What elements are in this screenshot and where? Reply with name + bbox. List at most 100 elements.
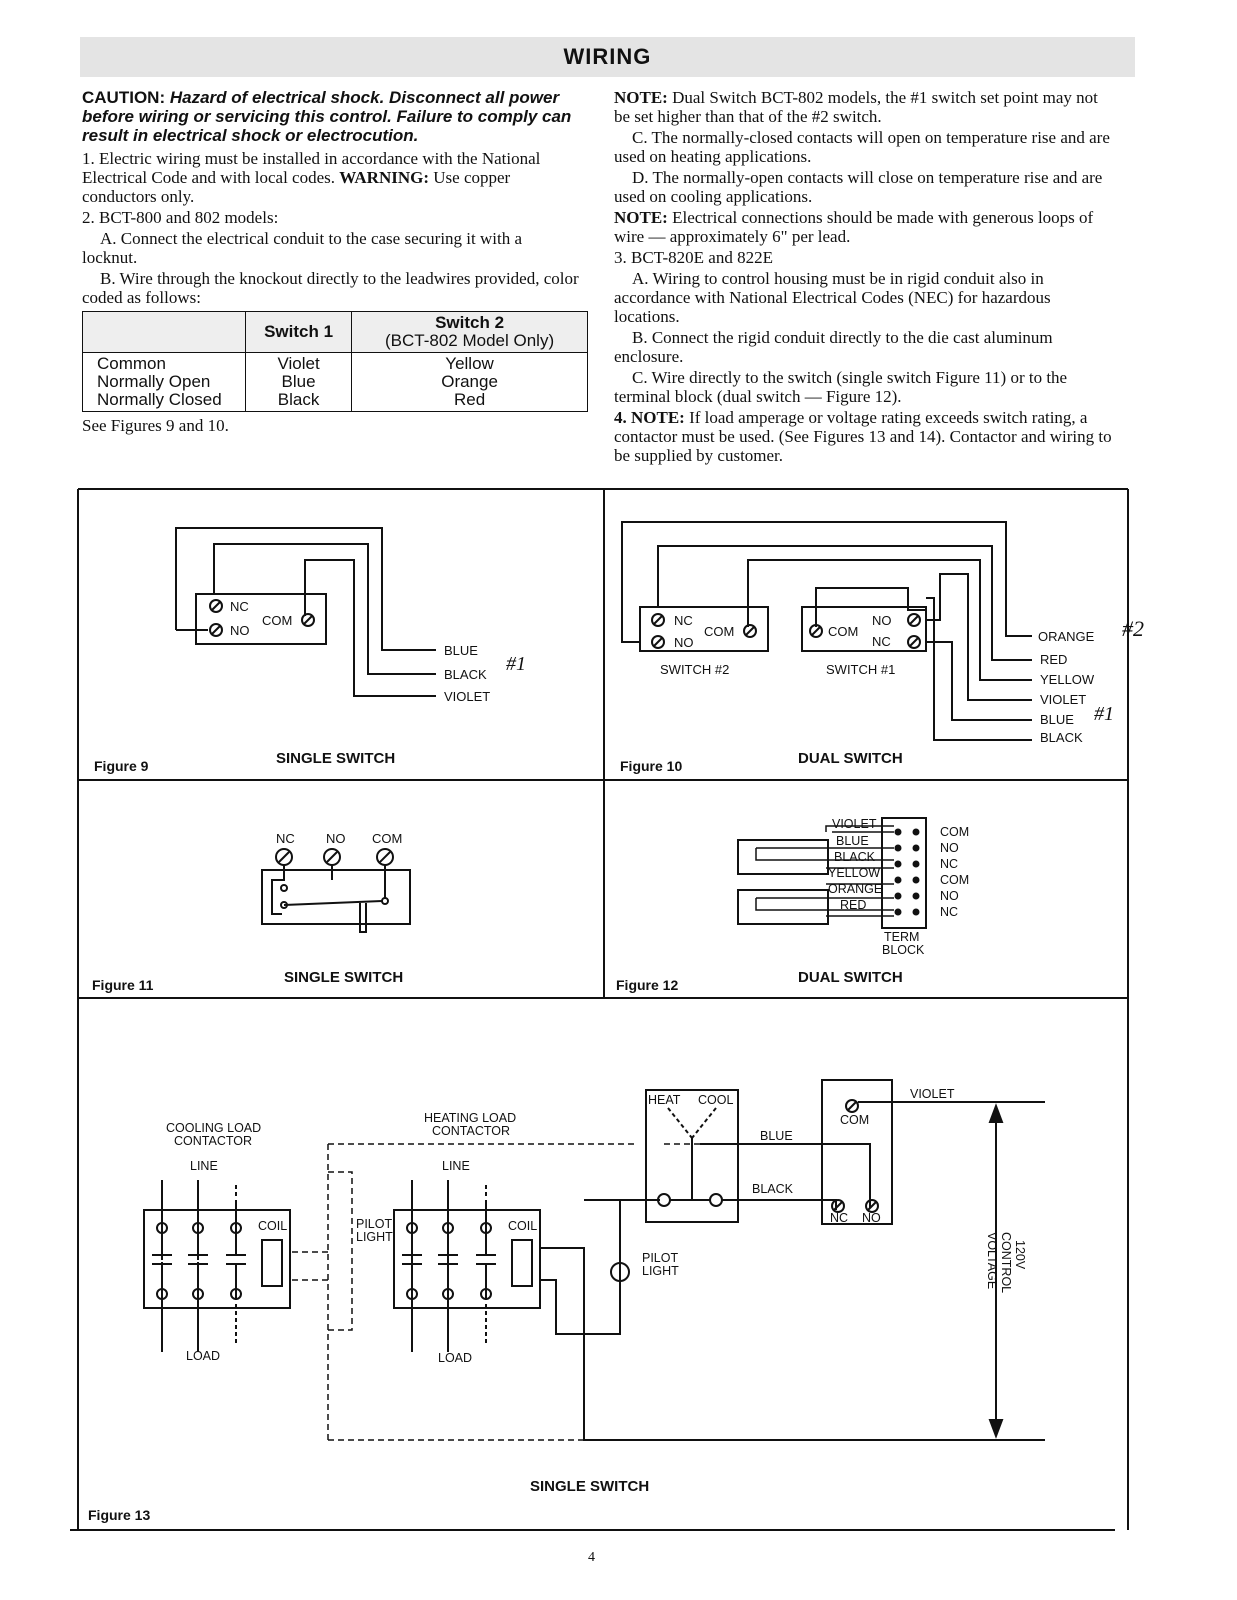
label-no: NO (872, 613, 892, 628)
left-column: CAUTION: Hazard of electrical shock. Dis… (82, 88, 588, 437)
load-label: LOAD (186, 1349, 220, 1363)
page-number: 4 (588, 1550, 595, 1565)
handwritten-note: #1 (1094, 703, 1114, 725)
figure-caption: SINGLE SWITCH (530, 1478, 649, 1495)
switch-1-label: SWITCH #1 (826, 662, 895, 677)
figure-9: NC NO COM BLUE BLACK VIOLET #1 SINGLE SW… (94, 527, 526, 774)
figure-label: Figure 13 (88, 1507, 150, 1523)
screw-icon (651, 635, 665, 649)
figure-label: Figure 12 (616, 977, 678, 993)
switch-box (737, 889, 829, 925)
screw-icon (376, 848, 394, 866)
wire-color-table: Switch 1 Switch 2(BCT-802 Model Only) Co… (82, 311, 588, 412)
label-no: NO (230, 623, 250, 638)
pilot-light-icon (610, 1262, 630, 1282)
label-no: NO (674, 635, 694, 650)
warning-label: WARNING: (339, 168, 430, 187)
label-no: NO (326, 831, 346, 846)
wire-label: VIOLET (1040, 692, 1086, 707)
figure-caption: SINGLE SWITCH (276, 750, 395, 767)
switch-box (737, 839, 829, 875)
screw-icon (743, 624, 757, 638)
wire-label-violet: VIOLET (910, 1087, 955, 1101)
figure-label: Figure 9 (94, 758, 149, 774)
para-3c: C. Wire directly to the switch (single s… (614, 368, 1068, 406)
wire-label: VIOLET (444, 689, 490, 704)
handwritten-note: #1 (506, 653, 526, 675)
switch-2-label: SWITCH #2 (660, 662, 729, 677)
figure-12: VIOLET BLUE BLACK YELLOW ORANGE RED COM … (616, 817, 969, 993)
label-nc: NC (872, 634, 891, 649)
label-nc: NC (674, 613, 693, 628)
block-label: BLOCK (882, 943, 925, 957)
voltage-label-2: CONTROL (999, 1232, 1013, 1293)
screw-icon (845, 1099, 859, 1113)
wire-label: BLACK (1040, 730, 1083, 745)
pilot-label-2: LIGHT (642, 1264, 679, 1278)
figure-frames (70, 488, 1129, 1531)
caution-text: Hazard of electrical shock. Disconnect a… (82, 88, 572, 145)
note-2: NOTE: Electrical connections should be m… (614, 208, 1094, 246)
screw-icon (209, 599, 223, 613)
label-com: COM (828, 624, 858, 639)
wire-label-blue: BLUE (760, 1129, 793, 1143)
voltage-label-3: VOLTAGE (985, 1232, 999, 1289)
note-1: NOTE: Dual Switch BCT-802 models, the #1… (614, 88, 1098, 126)
terminal-label: NO (940, 889, 959, 903)
wire-label: ORANGE (828, 882, 882, 896)
caution-block: CAUTION: Hazard of electrical shock. Dis… (82, 88, 580, 145)
header-bar: WIRING (80, 37, 1135, 77)
figure-label: Figure 11 (92, 977, 154, 993)
wire-label: YELLOW (828, 866, 880, 880)
coil-label: COIL (258, 1219, 287, 1233)
terminal-label: COM (940, 873, 969, 887)
screw-icon (323, 848, 341, 866)
wire-label: RED (840, 898, 866, 912)
terminal-label: NC (940, 905, 958, 919)
cooling-label-2: CONTACTOR (174, 1134, 252, 1148)
screw-icon (907, 635, 921, 649)
heat-label: HEAT (648, 1093, 681, 1107)
para-2b: B. Wire through the knockout directly to… (82, 269, 579, 307)
para-c: C. The normally-closed contacts will ope… (614, 128, 1110, 166)
screw-icon (831, 1199, 845, 1213)
pilot-label-2: LIGHT (356, 1230, 393, 1244)
temperature-switch (821, 1079, 893, 1225)
label-nc: NC (276, 831, 295, 846)
figure-13: COOLING LOAD CONTACTOR HEATING LOAD CONT… (88, 1079, 1045, 1523)
figure-10: NC NO COM COM NO NC SWITCH #2 SWITCH #1 … (620, 521, 1144, 774)
coil (261, 1239, 283, 1287)
coil (511, 1239, 533, 1287)
figure-caption: SINGLE SWITCH (284, 969, 403, 986)
screw-icon (651, 613, 665, 627)
handwritten-note: #2 (1122, 616, 1144, 641)
screw-icon (809, 624, 823, 638)
wire-label: BLUE (836, 834, 869, 848)
cool-label: COOL (698, 1093, 733, 1107)
wire-label: YELLOW (1040, 672, 1095, 687)
wire-label: BLUE (444, 643, 478, 658)
load-label: LOAD (438, 1351, 472, 1365)
line-label: LINE (190, 1159, 218, 1173)
para-2a: A. Connect the electrical conduit to the… (82, 229, 523, 267)
table-header-switch2: Switch 2(BCT-802 Model Only) (351, 311, 588, 353)
wire-label: BLUE (1040, 712, 1074, 727)
switch-1-box (801, 606, 927, 652)
para-1: 1. Electric wiring must be installed in … (82, 149, 541, 206)
wire-label-black: BLACK (752, 1182, 794, 1196)
figure-11: NC NO COM SINGLE SWITCH Figure 11 (92, 831, 411, 993)
para-3a: A. Wiring to control housing must be in … (614, 269, 1051, 326)
para-d: D. The normally-open contacts will close… (614, 168, 1103, 206)
coil-label: COIL (508, 1219, 537, 1233)
heating-contactor (393, 1209, 541, 1309)
wire-label: ORANGE (1038, 629, 1095, 644)
switch-2-box (639, 606, 769, 652)
line-label: LINE (442, 1159, 470, 1173)
screw-icon (301, 613, 315, 627)
terminal-label: NC (940, 857, 958, 871)
para-2: 2. BCT-800 and 802 models: (82, 208, 279, 227)
